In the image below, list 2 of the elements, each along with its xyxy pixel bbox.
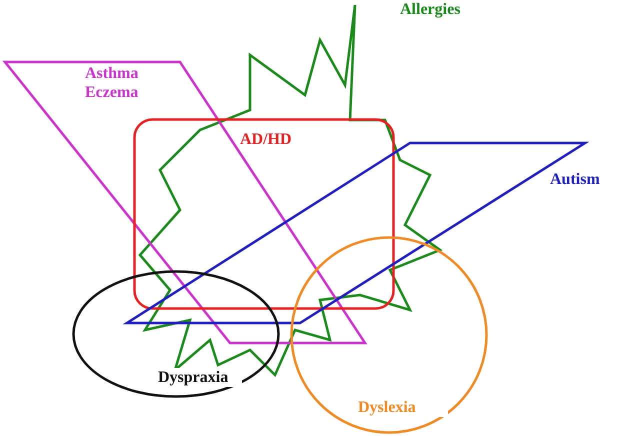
category-label: Dyslexia — [358, 398, 448, 417]
category-label: Dyspraxia — [158, 368, 242, 387]
